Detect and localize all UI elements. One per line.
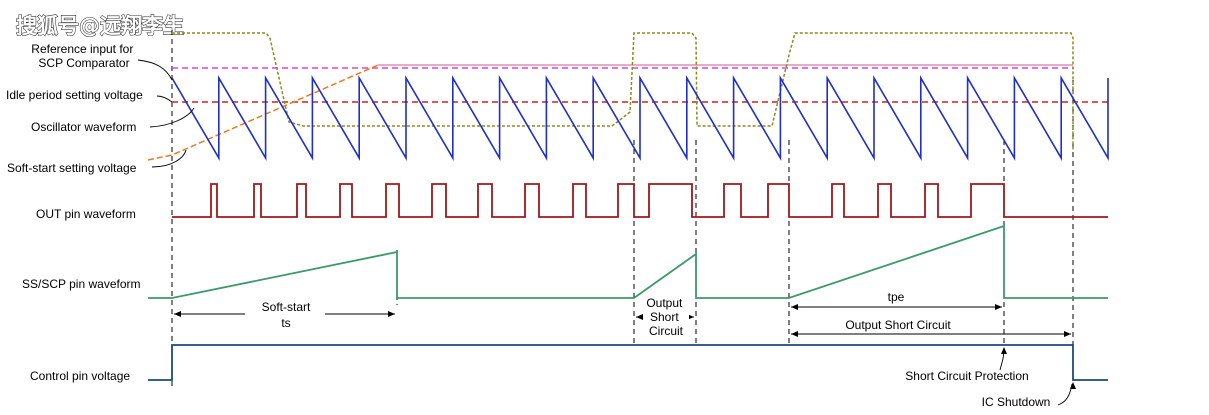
short-1-label-bg (643, 294, 689, 338)
protection-label: Short Circuit Protection (905, 369, 1028, 383)
label-control: Control pin voltage (30, 369, 130, 383)
label-reference-line1: Reference input for (31, 42, 133, 56)
leader-softstart (151, 149, 187, 168)
shutdown-leader (1057, 383, 1073, 406)
soft-start-annotation: Soft-start ts (174, 300, 395, 330)
timing-capacitor-trace (172, 32, 1074, 150)
soft-start-label: Soft-start (262, 300, 311, 314)
label-softstart: Soft-start setting voltage (7, 161, 137, 175)
short-circuit-1-annotation: Output Short Circuit (636, 294, 694, 338)
out-pin-waveform (172, 183, 1108, 218)
short-1-arrowhead-left (636, 314, 643, 320)
control-pin-voltage-trace (148, 344, 1108, 381)
short-1-label-line3: Circuit (649, 324, 684, 338)
label-reference-line2: SCP Comparator (38, 56, 129, 70)
shutdown-annotation: IC Shutdown (982, 382, 1076, 409)
short-1-label-line2: Short (650, 310, 679, 324)
shutdown-label: IC Shutdown (982, 395, 1051, 409)
tpe-arrowhead-left (791, 304, 798, 310)
leader-oscillator (149, 107, 195, 128)
short-1-label-line1: Output (646, 296, 683, 310)
leader-idle (156, 95, 173, 103)
label-ss-scp: SS/SCP pin waveform (22, 277, 141, 291)
short-circuit-2-annotation: Output Short Circuit (791, 318, 1071, 337)
short-1-label: Output Short Circuit (646, 296, 685, 338)
tpe-annotation: tpe (791, 290, 1002, 310)
oscillator-waveform (171, 75, 1109, 161)
ss-scp-pin-waveform (148, 224, 1108, 299)
label-reference: Reference input for SCP Comparator (31, 42, 136, 70)
protection-annotation: Short Circuit Protection (905, 347, 1029, 383)
short-2-label: Output Short Circuit (845, 318, 951, 332)
tpe-label: tpe (888, 290, 905, 304)
leader-reference (137, 59, 173, 81)
watermark: 搜狐号@远翔李生 (16, 14, 184, 38)
shutdown-arrowhead (1070, 382, 1076, 389)
short-2-label-bg (838, 318, 960, 332)
label-idle: Idle period setting voltage (6, 88, 143, 102)
tpe-arrowhead-right (995, 304, 1002, 310)
protection-arrowhead (1001, 347, 1007, 354)
short-2-arrowhead-right (1064, 331, 1071, 337)
ts-label: ts (281, 316, 290, 330)
label-oscillator: Oscillator waveform (31, 120, 136, 134)
soft-start-voltage-trace (147, 64, 379, 161)
soft-start-arrowhead-left (174, 311, 181, 317)
soft-start-arrowhead-right (388, 311, 395, 317)
label-out-pin: OUT pin waveform (36, 207, 136, 221)
short-2-arrowhead-left (791, 331, 798, 337)
